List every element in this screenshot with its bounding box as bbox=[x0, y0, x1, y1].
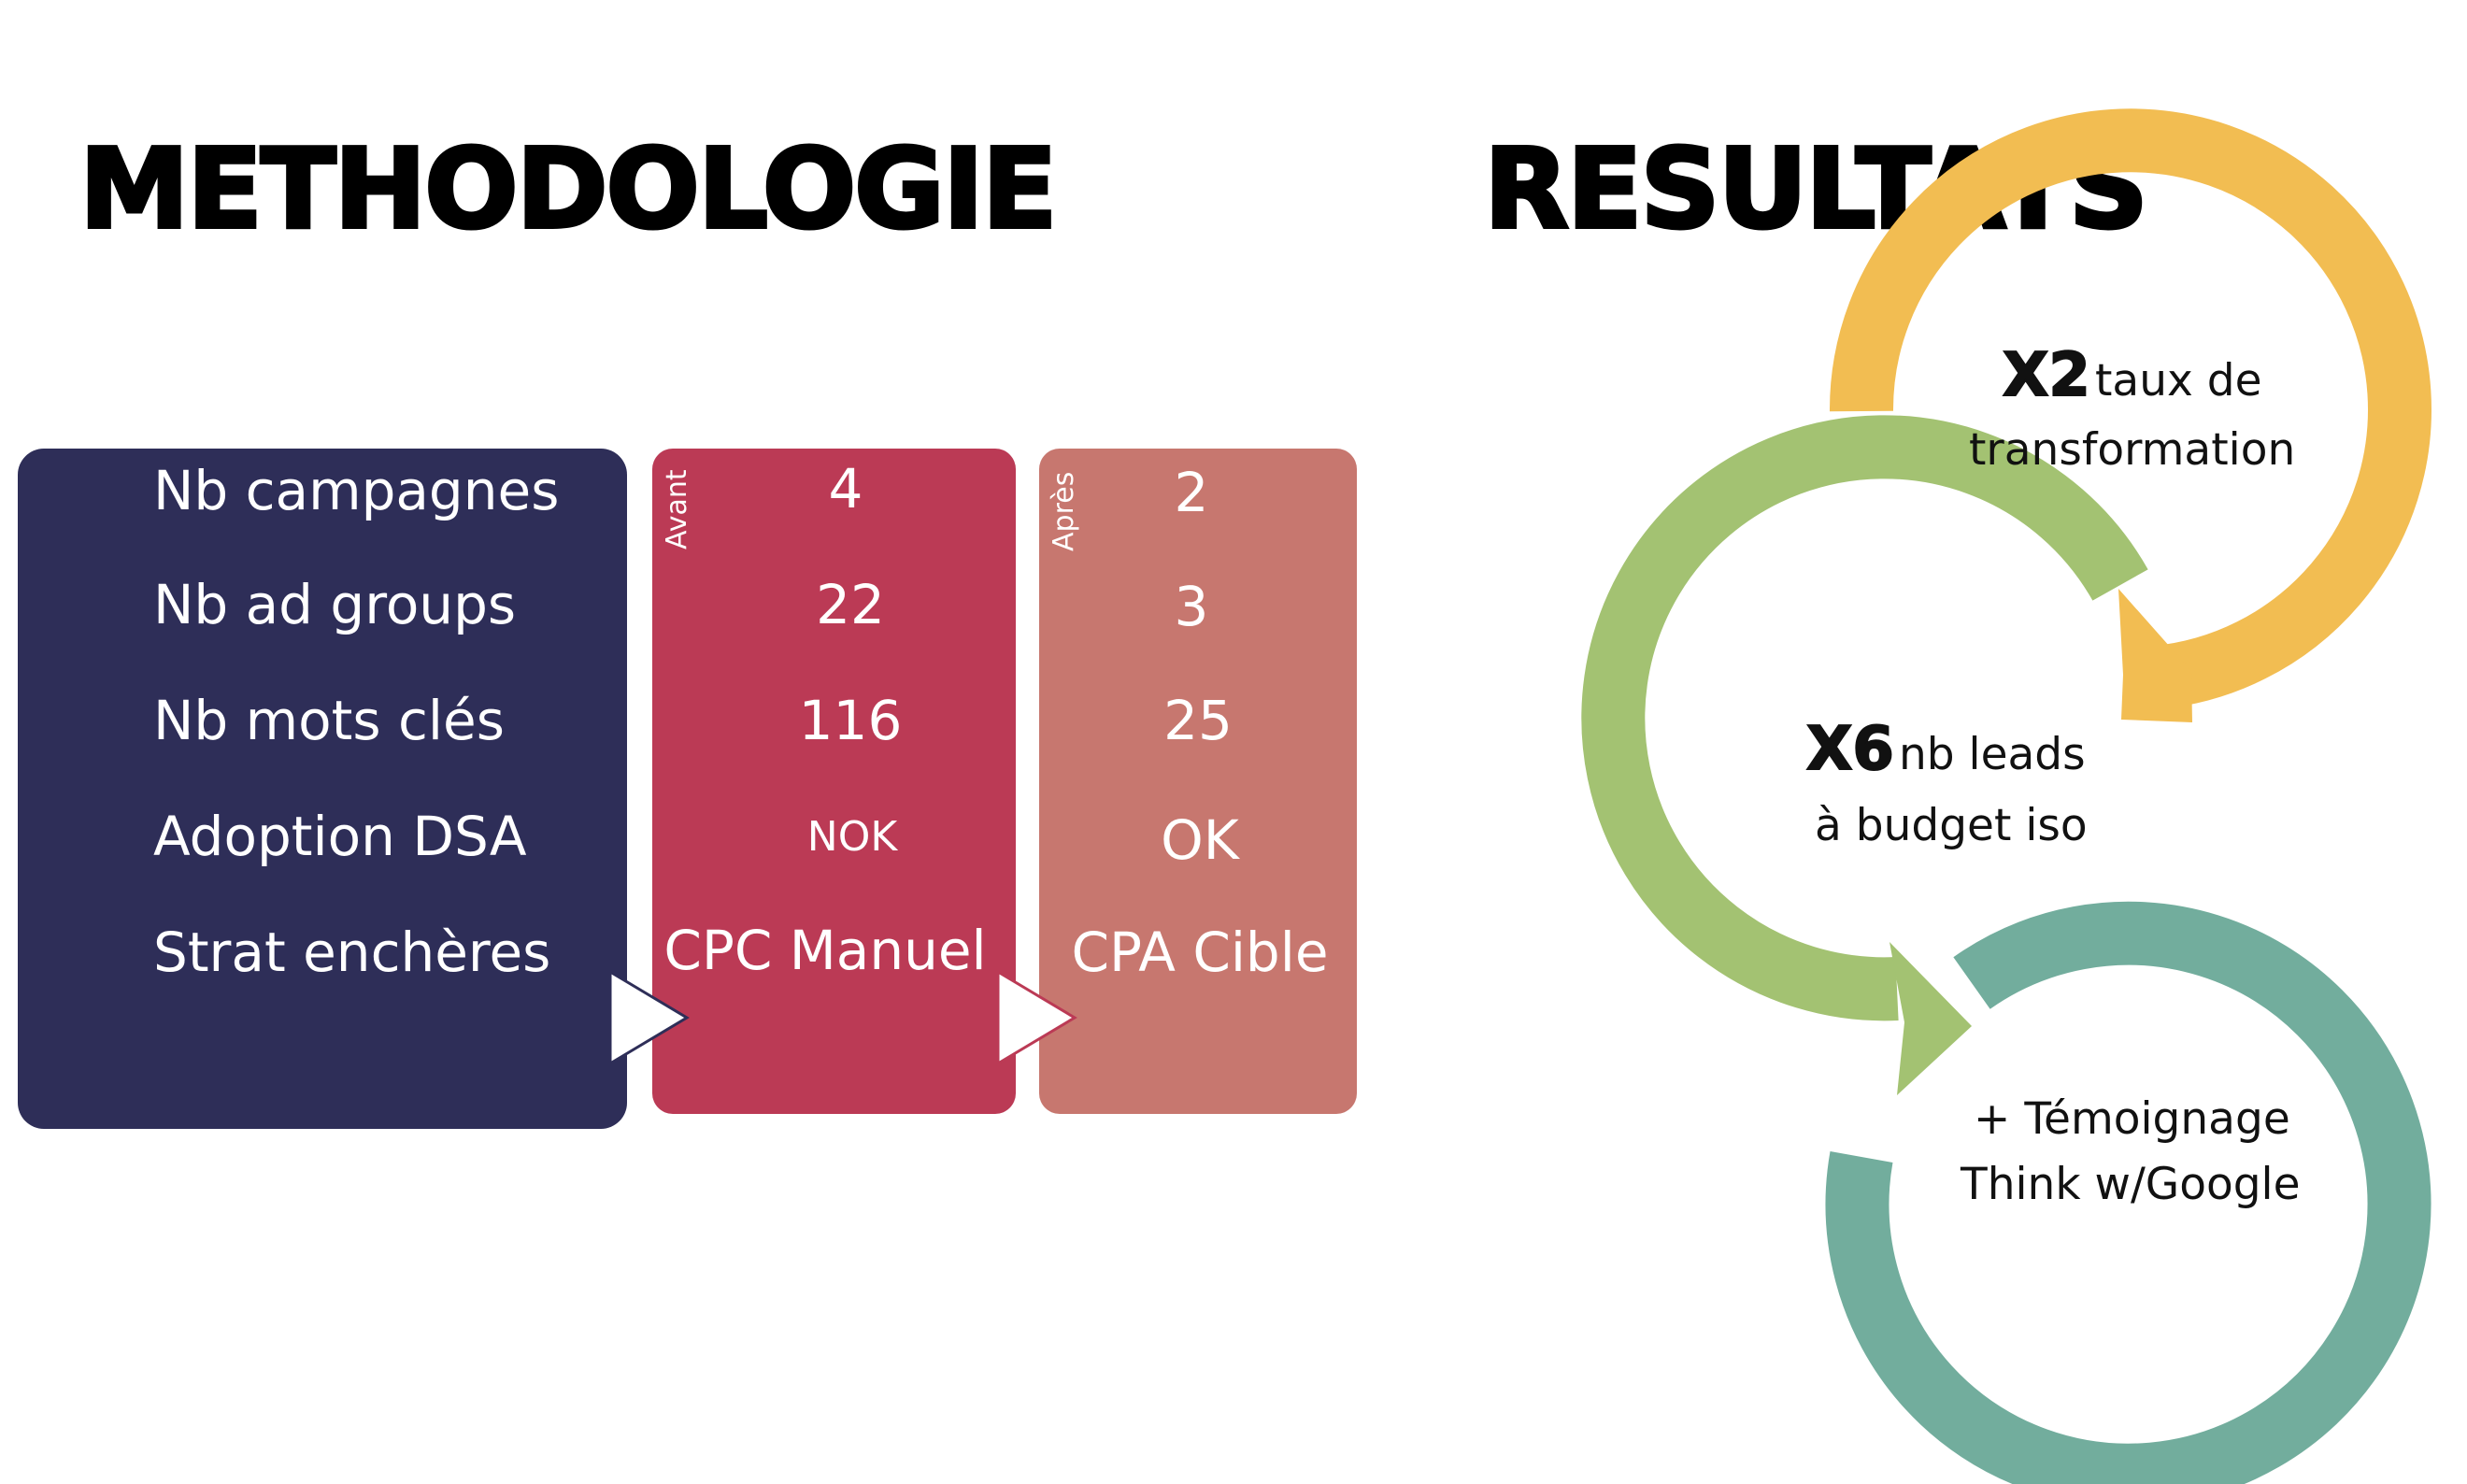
result-conversion-multiplier: X2 bbox=[2002, 341, 2091, 410]
result-conversion: X2 taux de bbox=[2002, 345, 2262, 407]
yellow-arc bbox=[1829, 108, 2431, 709]
result-conversion-line2: transformation bbox=[1969, 424, 2296, 476]
play-arrow-icon bbox=[996, 969, 1077, 1066]
green-arc bbox=[1581, 415, 2148, 1021]
before-card: Avant 4 22 116 NOK CPC Manuel bbox=[652, 449, 1016, 1114]
after-value-campaigns: 2 bbox=[1174, 461, 1209, 524]
teal-arc bbox=[1825, 901, 2431, 1484]
before-value-bidding: CPC Manuel bbox=[663, 919, 987, 982]
before-value-ad-groups: 22 bbox=[816, 573, 885, 636]
after-card: Après 2 3 25 OK CPA Cible bbox=[1039, 449, 1357, 1114]
after-value-ad-groups: 3 bbox=[1174, 575, 1209, 638]
before-value-campaigns: 4 bbox=[828, 457, 863, 521]
after-value-dsa: OK bbox=[1161, 808, 1239, 872]
result-conversion-line1: taux de bbox=[2094, 355, 2262, 407]
row-label-dsa: Adoption DSA bbox=[153, 805, 527, 868]
row-label-ad-groups: Nb ad groups bbox=[153, 573, 517, 636]
methodology-heading: METHODOLOGIE bbox=[78, 124, 1060, 253]
after-value-keywords: 25 bbox=[1163, 689, 1233, 752]
play-arrow-icon bbox=[608, 969, 690, 1066]
green-arrowhead-icon bbox=[1889, 942, 1972, 1095]
result-leads: X6 nb leads bbox=[1805, 719, 2086, 780]
row-label-bidding: Strat enchères bbox=[153, 920, 551, 984]
result-leads-line2: à budget iso bbox=[1815, 800, 2088, 851]
yellow-arrowhead-icon bbox=[2118, 589, 2192, 722]
result-testimonial-line1: + Témoignage bbox=[1974, 1093, 2290, 1145]
after-value-bidding: CPA Cible bbox=[1071, 920, 1329, 984]
before-value-dsa: NOK bbox=[806, 813, 898, 861]
result-leads-line1: nb leads bbox=[1898, 729, 2086, 780]
result-leads-multiplier: X6 bbox=[1805, 715, 1895, 784]
result-testimonial-line2: Think w/Google bbox=[1961, 1159, 2301, 1210]
row-label-keywords: Nb mots clés bbox=[153, 689, 505, 752]
row-label-campaigns: Nb campagnes bbox=[153, 459, 560, 522]
criteria-card: Nb campagnes Nb ad groups Nb mots clés A… bbox=[18, 449, 627, 1129]
before-value-keywords: 116 bbox=[798, 689, 903, 752]
